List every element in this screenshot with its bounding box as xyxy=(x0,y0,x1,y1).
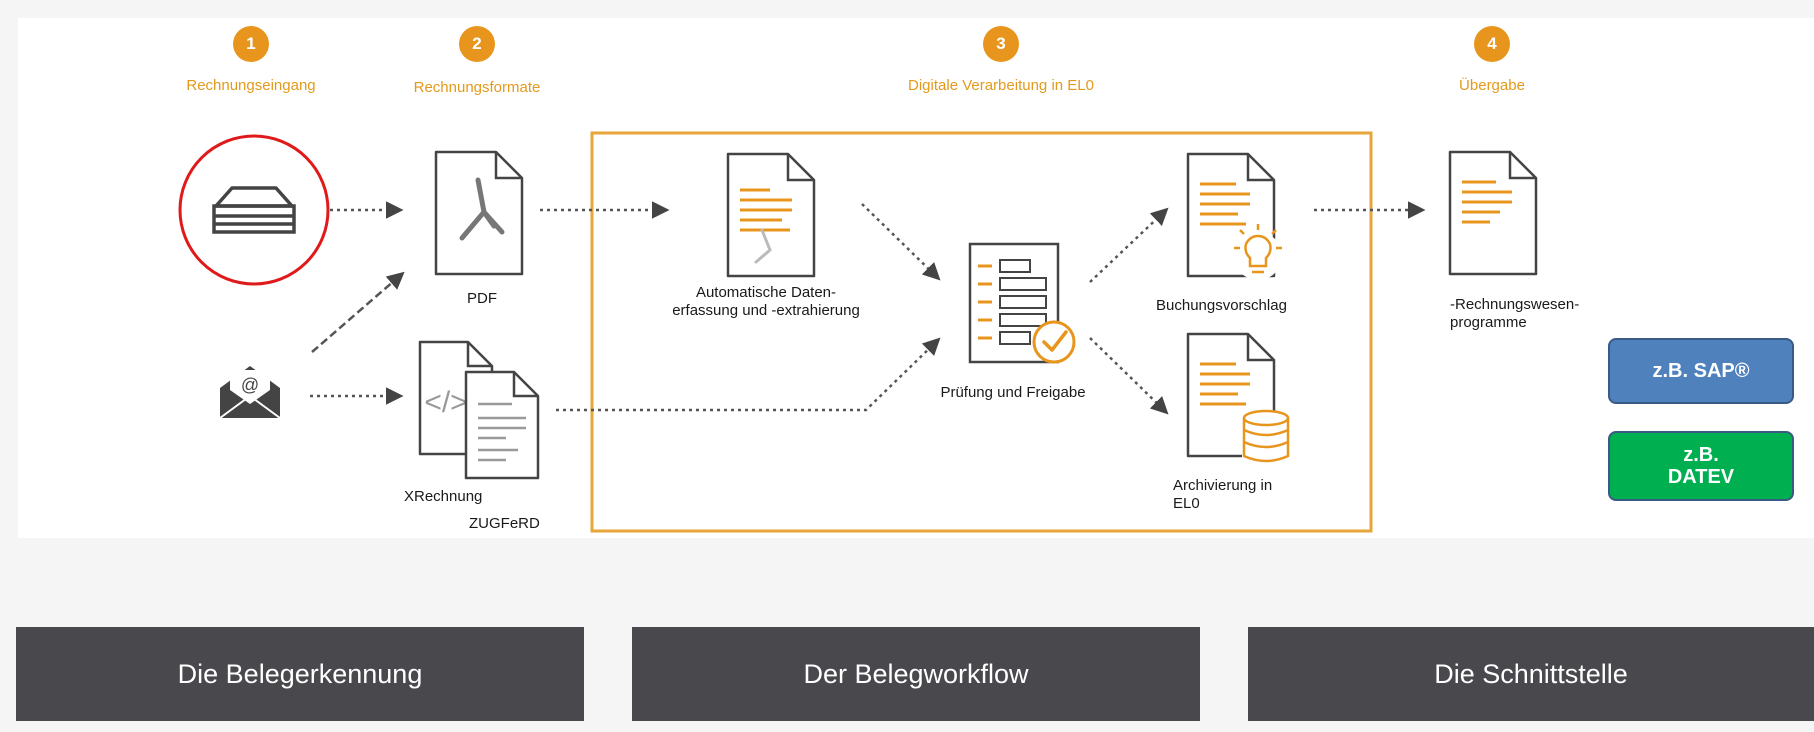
arrow-review-booking xyxy=(1089,207,1169,283)
footer-recognition-button[interactable]: Die Belegerkennung xyxy=(16,627,584,721)
step-1-number: 1 xyxy=(233,26,269,62)
scanner-icon xyxy=(212,186,296,234)
step-1-label: Rechnungseingang xyxy=(186,77,316,94)
step-2-number: 2 xyxy=(459,26,495,62)
svg-text:</>: </> xyxy=(424,386,467,419)
label-archive-line1: Archivierung in xyxy=(1173,477,1273,494)
accounting-document-icon xyxy=(1448,150,1538,276)
footer-workflow-button[interactable]: Der Belegworkflow xyxy=(632,627,1200,721)
arrow-extraction-review xyxy=(861,203,941,281)
booking-document-icon xyxy=(1186,152,1282,280)
step-3-number: 3 xyxy=(983,26,1019,62)
datev-badge-line2: DATEV xyxy=(1667,466,1735,488)
label-extraction-line2: erfassung und -extrahierung xyxy=(672,302,860,319)
arrow-xrechnung-review xyxy=(556,337,941,412)
label-accounting: -Rechnungswesen- programme xyxy=(1450,296,1579,332)
label-accounting-line2: programme xyxy=(1450,314,1527,331)
datev-badge: z.B. DATEV xyxy=(1608,431,1794,501)
processing-frame xyxy=(590,131,1373,533)
datev-badge-line1: z.B. xyxy=(1683,444,1719,466)
footer-interface-button[interactable]: Die Schnittstelle xyxy=(1248,627,1814,721)
label-extraction-line1: Automatische Daten- xyxy=(695,284,837,301)
process-panel xyxy=(18,18,1814,538)
sap-badge: z.B. SAP® xyxy=(1608,338,1794,404)
label-accounting-line1: -Rechnungswesen- xyxy=(1450,296,1580,313)
label-zugferd: ZUGFeRD xyxy=(469,515,540,532)
extraction-document-icon xyxy=(726,152,816,278)
label-xrechnung: XRechnung xyxy=(404,488,483,505)
arrow-email-pdf xyxy=(311,271,405,353)
label-review: Prüfung und Freigabe xyxy=(940,384,1086,401)
step-3-label: Digitale Verarbeitung in EL0 xyxy=(908,77,1094,94)
highlight-circle xyxy=(178,134,330,286)
review-checklist-icon xyxy=(968,242,1076,364)
step-2-label: Rechnungsformate xyxy=(413,79,541,96)
step-4-number: 4 xyxy=(1474,26,1510,62)
label-archive-line2: EL0 xyxy=(1173,495,1200,512)
label-archive: Archivierung in EL0 xyxy=(1173,477,1272,513)
archive-document-icon xyxy=(1186,332,1290,463)
label-booking: Buchungsvorschlag xyxy=(1156,297,1287,314)
svg-text:@: @ xyxy=(241,375,259,395)
label-extraction: Automatische Daten- erfassung und -extra… xyxy=(646,284,886,320)
pdf-document-icon xyxy=(434,150,524,276)
email-icon: @ xyxy=(219,366,281,419)
label-pdf: PDF xyxy=(467,290,497,307)
zugferd-document-icon xyxy=(464,370,540,480)
step-4-label: Übergabe xyxy=(1459,77,1525,94)
